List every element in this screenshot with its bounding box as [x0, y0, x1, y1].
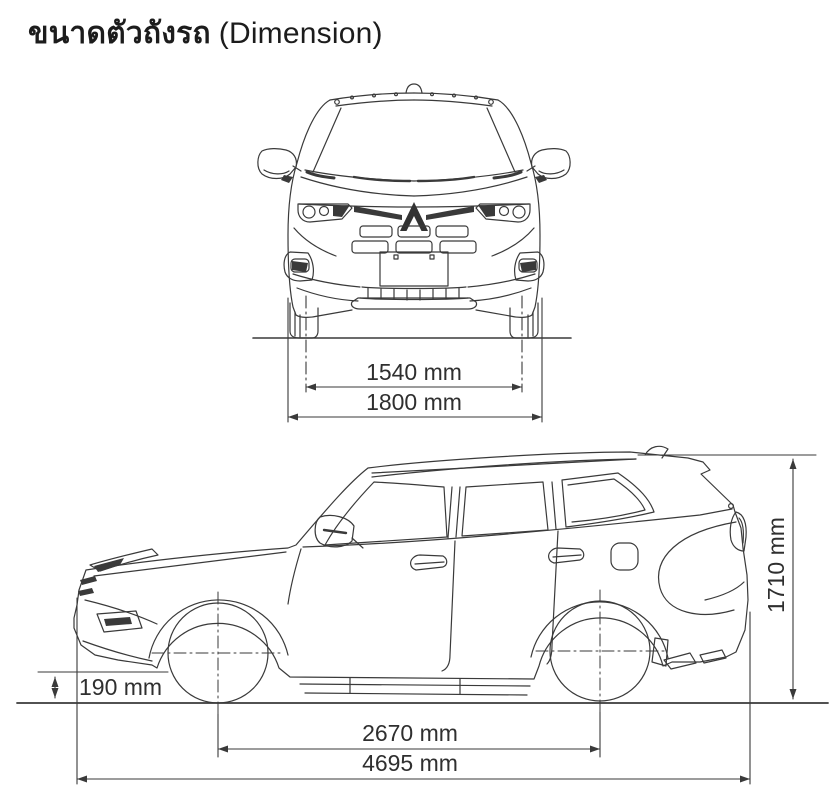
wheelbase-label: 2670 mm [362, 720, 458, 746]
front-view-drawing [252, 83, 572, 340]
overall-width-label: 1800 mm [366, 389, 462, 415]
overall-length-label: 4695 mm [362, 750, 458, 776]
front-wheel [151, 591, 285, 715]
track-width-label: 1540 mm [366, 359, 462, 385]
side-body-outline [73, 451, 749, 680]
side-view-drawing [73, 445, 749, 715]
front-view-center-details [350, 83, 478, 310]
title-thai: ขนาดตัวถังรถ [28, 17, 211, 50]
overall-height-label: 1710 mm [763, 517, 789, 613]
page-title: ขนาดตัวถังรถ(Dimension) [28, 10, 383, 57]
front-view-left-half [257, 92, 415, 339]
front-view-dimensions [287, 295, 543, 423]
title-english: (Dimension) [218, 17, 383, 50]
side-view-dimensions [16, 454, 829, 785]
ground-clearance-label: 190 mm [79, 674, 163, 700]
license-plate [379, 251, 449, 287]
brand-logo [400, 202, 428, 231]
rear-wheel [535, 589, 667, 713]
